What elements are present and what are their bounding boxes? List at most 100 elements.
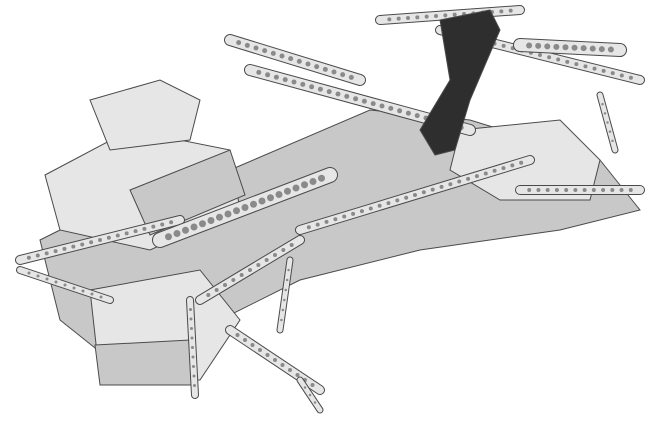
front-bumper [94, 339, 196, 386]
beam-hole [508, 8, 513, 13]
beam-hole [292, 184, 300, 192]
beam-hole [35, 253, 40, 258]
beam-hole [280, 363, 285, 367]
beam-hole [526, 42, 533, 49]
beam-hole [98, 238, 102, 242]
beam-hole [601, 188, 606, 192]
beam-hole [81, 289, 85, 293]
beam-hole [250, 200, 257, 208]
beam-hole [256, 69, 262, 75]
beam-hole [519, 160, 524, 165]
beam-hole [333, 217, 338, 222]
beam-hole [351, 211, 356, 216]
beam-hole [573, 188, 578, 192]
beam-hole [264, 258, 269, 262]
strut [277, 257, 293, 333]
beam-hole [80, 242, 85, 247]
beam-hole [280, 318, 283, 322]
beam-hole [165, 233, 172, 241]
beam-hole [192, 365, 195, 368]
beam-hole [256, 263, 261, 267]
beam-hole [265, 353, 270, 357]
beam-hole [413, 193, 417, 197]
beam-hole [233, 207, 240, 215]
beam-hole [239, 273, 244, 277]
beam-hole [289, 243, 294, 247]
beam-hole [189, 317, 193, 321]
beam-hole [415, 15, 420, 20]
beam-hole [396, 16, 401, 21]
beam-hole [421, 190, 426, 195]
beam-hole [243, 338, 247, 342]
beam-hole [318, 174, 325, 182]
engine-grille [129, 149, 246, 236]
beam-hole [406, 16, 410, 20]
dark-bracket [419, 9, 501, 156]
beam-hole [288, 368, 292, 372]
beam-hole [565, 59, 570, 64]
beam-hole [310, 383, 315, 387]
beam-hole [424, 14, 429, 19]
beam-hole [262, 48, 268, 54]
beam-hole [466, 176, 471, 181]
beam-hole [601, 68, 606, 73]
beam-hole [285, 278, 289, 282]
beam-hole [601, 102, 604, 106]
beam-hole [36, 274, 40, 278]
beam-hole [54, 280, 58, 284]
beam-hole [281, 248, 286, 252]
beam-hole [300, 81, 306, 87]
beam-hole [231, 278, 236, 282]
beam-hole [214, 288, 219, 292]
beam-hole [235, 333, 240, 337]
beam-hole [193, 384, 196, 387]
beam-hole [388, 105, 394, 111]
beam-hole [619, 188, 624, 192]
beam-hole [598, 46, 605, 53]
beam-hole [628, 75, 633, 80]
beam-hole [275, 191, 283, 198]
beam-hole [414, 113, 420, 119]
beam-hole [106, 235, 111, 240]
beam-hole [606, 121, 609, 124]
beam-hole [397, 108, 403, 114]
beam-hole [253, 45, 259, 51]
top-beam-2 [376, 6, 524, 24]
shock-absorber-rear [514, 39, 626, 56]
beam-hole [26, 255, 31, 260]
beam-hole [309, 84, 315, 90]
beam-hole [603, 112, 607, 115]
beam-hole [287, 268, 290, 272]
beam-hole [305, 61, 311, 67]
beam-hole [27, 271, 31, 275]
beam-hole [452, 12, 457, 17]
beam-hole [608, 130, 612, 133]
beam-hole [434, 14, 438, 18]
beam-hole [582, 188, 587, 192]
beam-hole [270, 50, 276, 56]
beam-hole [72, 286, 76, 290]
beam-hole [510, 163, 515, 168]
beam-hole [313, 401, 317, 404]
beam-hole [628, 188, 633, 192]
beam-hole [216, 213, 223, 221]
beam-hole [192, 374, 196, 378]
beam-hole [361, 98, 367, 104]
beam-hole [611, 139, 614, 143]
beam-hole [591, 188, 596, 192]
beam-hole [430, 187, 435, 192]
beam-hole [301, 181, 308, 189]
beam-hole [45, 277, 49, 281]
beam-hole [133, 229, 138, 234]
beam-hole [574, 62, 579, 67]
beam-hole [340, 72, 346, 78]
beam-hole [610, 188, 615, 192]
beam-hole [368, 206, 373, 211]
beam-hole [359, 209, 364, 214]
beam-hole [527, 188, 532, 192]
beam-hole [580, 45, 587, 52]
beam-hole [404, 195, 409, 200]
beam-hole [151, 224, 156, 229]
beam-hole [314, 64, 320, 70]
